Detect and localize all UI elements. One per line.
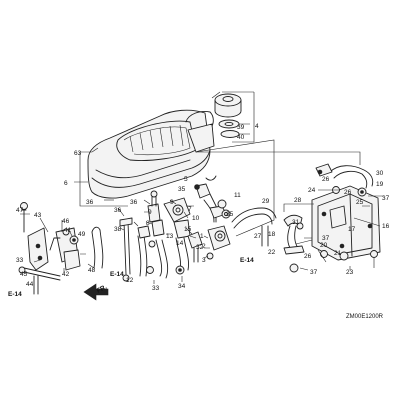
callout-44: 44 (26, 281, 34, 288)
ref-e14-left: E-14 (8, 291, 22, 298)
callout-17: 17 (348, 226, 356, 233)
callout-25: 25 (356, 199, 364, 206)
left-leaders (20, 213, 95, 272)
callout-1: 1 (200, 233, 204, 240)
left-bracket (18, 202, 109, 301)
callout-30: 30 (376, 170, 384, 177)
callout-26: 26 (322, 176, 330, 183)
callout-11: 11 (234, 192, 241, 199)
ref-e14-middle: E-14 (110, 271, 124, 278)
callout-19: 19 (376, 181, 384, 188)
front-arrow-label: FR. (96, 284, 109, 295)
middle-leaders (117, 199, 210, 284)
reference-labels: E-14 E-14 E-14 (8, 257, 254, 298)
callout-9: 9 (148, 209, 152, 216)
callout-33: 33 (16, 257, 24, 264)
callout-43: 43 (34, 212, 42, 219)
callout-24: 24 (308, 187, 316, 194)
right-bracket (289, 185, 381, 273)
callout-22: 22 (268, 249, 276, 256)
callout-41: 41 (64, 227, 72, 234)
callout-49: 49 (78, 231, 86, 238)
callout-3: 3 (202, 257, 206, 264)
middle-linkage (119, 190, 231, 282)
callout-35: 35 (226, 211, 234, 218)
callout-8: 8 (146, 220, 150, 227)
callout-40: 40 (237, 134, 245, 141)
callout-38: 38 (114, 226, 122, 233)
callout-20: 20 (320, 242, 328, 249)
callout-47: 47 (16, 207, 24, 214)
tank-leaders (74, 139, 361, 237)
callout-2: 2 (202, 243, 206, 250)
callout-15: 15 (184, 226, 192, 233)
ref-e14-right: E-14 (240, 257, 254, 264)
callout-27: 27 (254, 233, 262, 240)
callout-42: 42 (62, 271, 70, 278)
callout-63: 63 (74, 150, 82, 157)
callout-26: 26 (304, 253, 312, 260)
fuel-tank (87, 109, 215, 199)
callout-16: 16 (382, 223, 390, 230)
callout-32: 32 (196, 244, 204, 251)
fuel-cap (211, 91, 255, 143)
callout-45: 45 (20, 271, 28, 278)
callout-5: 5 (184, 176, 188, 183)
callout-21: 21 (334, 250, 342, 257)
fuel-hoses-right (231, 163, 374, 255)
callout-37: 37 (322, 235, 330, 242)
callout-4: 4 (255, 123, 259, 130)
callout-36: 36 (130, 199, 138, 206)
callout-34: 34 (178, 283, 186, 290)
callout-31: 31 (292, 219, 300, 226)
callout-39: 39 (237, 124, 245, 131)
callout-9: 9 (170, 199, 174, 206)
callout-labels: 4 39 40 63 6 36 36 35 11 5 29 30 19 24 2… (16, 123, 390, 292)
fuel-valve (194, 175, 231, 223)
callout-23: 23 (346, 269, 354, 276)
callout-29: 29 (262, 198, 270, 205)
callout-10: 10 (192, 215, 200, 222)
callout-35: 35 (178, 186, 186, 193)
callout-33: 33 (152, 285, 160, 292)
callout-6: 6 (64, 180, 68, 187)
callout-12: 12 (126, 277, 134, 284)
diagram-code: ZM00E1200R (346, 314, 384, 320)
callout-7: 7 (188, 206, 192, 213)
callout-37: 37 (310, 269, 318, 276)
callout-46: 46 (62, 218, 70, 225)
callout-14: 14 (176, 240, 184, 247)
callout-37: 37 (382, 195, 390, 202)
callout-13: 13 (166, 233, 174, 240)
callout-48: 48 (88, 267, 96, 274)
callout-36: 36 (86, 199, 94, 206)
right-leaders (283, 189, 384, 271)
callout-18: 18 (268, 231, 276, 238)
callout-26: 26 (344, 189, 352, 196)
callout-28: 28 (294, 197, 302, 204)
callout-36: 36 (114, 207, 122, 214)
